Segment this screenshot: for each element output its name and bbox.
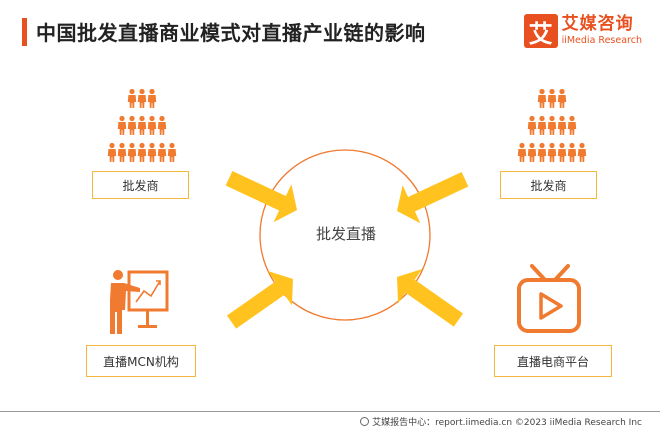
node-ecommerce-platform: 直播电商平台 [494, 345, 612, 377]
arrow-bottom-right [397, 268, 464, 327]
presenter-chart-icon [110, 270, 169, 334]
people-pyramid-icon [517, 88, 587, 162]
footer-divider [0, 411, 660, 412]
footer-text: 艾媒报告中心：report.iimedia.cn ©2023 iiMedia R… [372, 418, 642, 428]
tv-play-icon [517, 264, 581, 333]
report-center-icon [360, 417, 370, 426]
arrow-top-right [397, 172, 469, 224]
center-circle [259, 149, 431, 321]
arrow-top-left [225, 171, 297, 223]
brand-name-cn: 艾媒咨询 [561, 14, 634, 35]
brand-logo: 艾 艾媒咨询 iiMedia Research [523, 14, 642, 48]
arrow-bottom-left [226, 270, 293, 329]
node-wholesaler-right: 批发商 [500, 171, 597, 199]
people-pyramid-icon [107, 88, 177, 162]
node-mcn-agency: 直播MCN机构 [86, 345, 196, 377]
page-title: 中国批发直播商业模式对直播产业链的影响 [36, 21, 426, 45]
brand-mark: 艾 [523, 14, 558, 48]
title-accent-bar [22, 18, 27, 46]
node-wholesaler-left: 批发商 [92, 171, 189, 199]
brand-name-en: iiMedia Research [561, 35, 642, 47]
footer: 艾媒报告中心：report.iimedia.cn ©2023 iiMedia R… [360, 415, 642, 428]
center-label: 批发直播 [315, 225, 376, 243]
